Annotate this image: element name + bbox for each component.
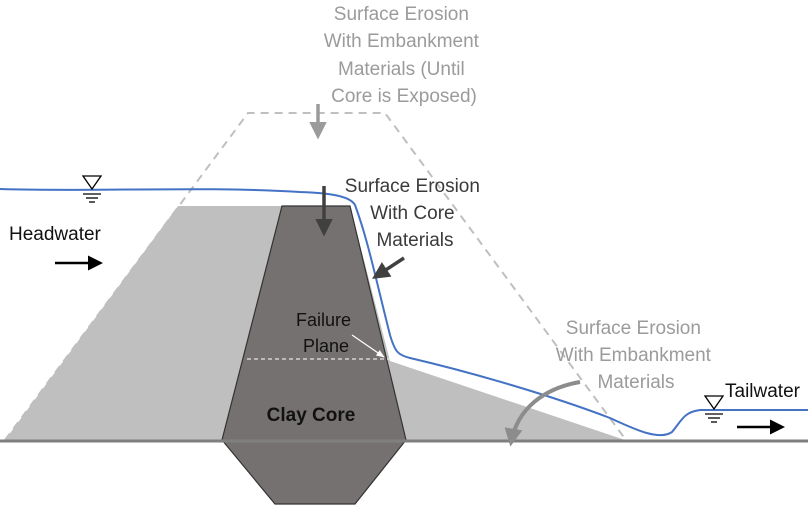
clay-core-label: Clay Core — [267, 405, 356, 426]
headwater-label: Headwater — [9, 224, 102, 245]
downstream-erosion-label: Surface Erosion With Embankment Material… — [556, 318, 717, 393]
core-erosion-label: Surface Erosion With Core Materials — [345, 176, 485, 251]
failure-plane-label: Failure Plane — [296, 310, 356, 356]
water-surface-line — [0, 188, 808, 437]
erosion-arrow-icon — [372, 256, 405, 279]
water-level-triangle-icon — [703, 395, 725, 423]
original-embankment-outline — [4, 112, 627, 441]
tailwater-label: Tailwater — [725, 381, 801, 402]
failure-plane-pointer — [351, 334, 385, 358]
water-level-triangle-icon — [81, 175, 103, 203]
curved-arrow-icon — [504, 380, 581, 447]
top-erosion-label: Surface Erosion With Embankment Material… — [324, 4, 485, 107]
